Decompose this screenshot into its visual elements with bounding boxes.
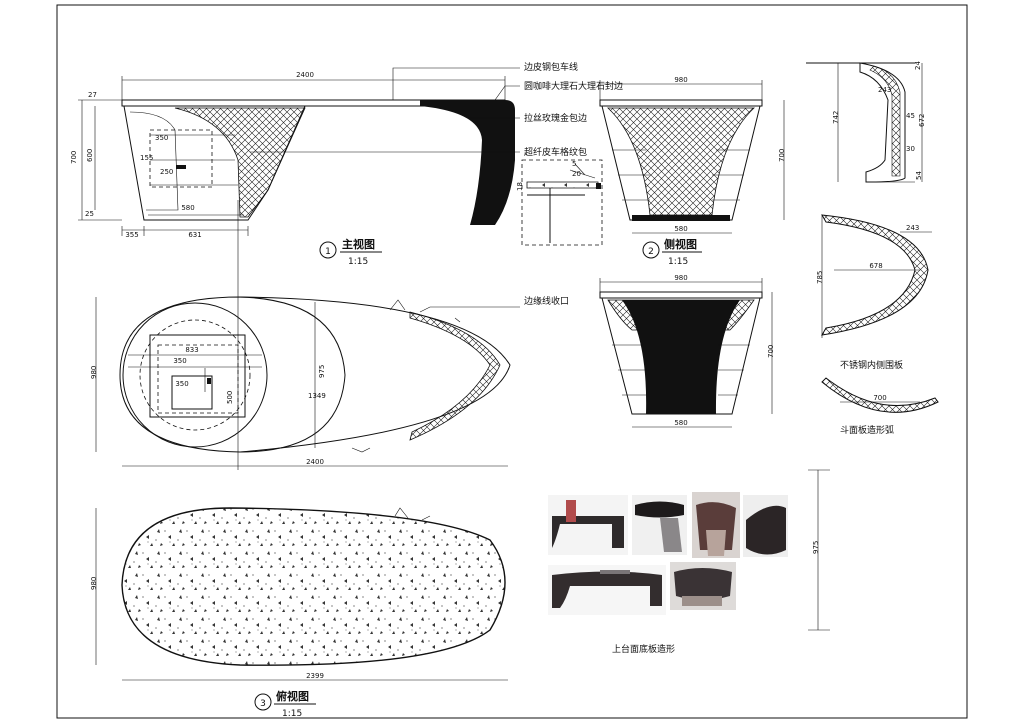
dim-profile-d2: 45 <box>906 112 915 120</box>
photo-4 <box>743 495 788 557</box>
curved-panel: 678 785 243 不锈钢内侧围板 700 斗面板造形弧 <box>816 214 939 436</box>
top-view-title: 俯视图 <box>276 689 309 703</box>
dim-plan-i4: 500 <box>226 391 234 404</box>
caption-panel: 不锈钢内侧围板 <box>840 359 903 371</box>
dim-photo-height: 975 <box>812 541 820 554</box>
dim-plan-i1: 833 <box>185 346 198 354</box>
photo-3 <box>692 492 740 558</box>
dim-section-base: 580 <box>674 419 687 427</box>
dim-plan-m2: 1349 <box>308 392 326 400</box>
dim-top-length: 2399 <box>306 672 324 680</box>
sheet-frame <box>56 4 968 719</box>
dim-side-height: 700 <box>778 149 786 162</box>
dim-profile-t2: 54 <box>915 171 923 180</box>
note-2: 圆咖啡大理石大理石封边 <box>524 80 623 92</box>
photo-6 <box>670 562 736 610</box>
photo-1 <box>548 495 628 555</box>
reference-photos: 上台面底板造形 975 <box>548 469 830 655</box>
front-view-scale: 1:15 <box>348 257 368 267</box>
note-5: 边缘线收口 <box>524 295 569 307</box>
dim-front-b1: 355 <box>125 231 138 239</box>
dim-front-length: 2400 <box>296 71 314 79</box>
note-1: 边皮钢包车线 <box>524 61 578 73</box>
side-view-scale: 1:15 <box>668 257 688 267</box>
dim-curve-height: 785 <box>816 271 824 284</box>
photo-2 <box>632 495 687 555</box>
top-view-scale: 1:15 <box>282 709 302 719</box>
top-view: 980 2399 3 俯视图 1:15 <box>90 507 508 719</box>
dim-plan-length: 2400 <box>306 458 324 466</box>
dim-plan-m1: 975 <box>318 365 326 378</box>
dim-plan-i3: 350 <box>175 380 188 388</box>
side-view-title: 侧视图 <box>664 237 697 251</box>
dim-front-i1: 350 <box>155 134 168 142</box>
caption-photos: 上台面底板造形 <box>612 643 675 655</box>
dim-profile-t1: 24 <box>914 61 922 70</box>
dim-top-height: 980 <box>90 577 98 590</box>
dim-detail-c: 18 <box>516 182 524 191</box>
front-view: 2400 27 700 600 25 350 155 250 580 <box>70 61 623 470</box>
profile-detail: 742 243 45 30 672 24 54 <box>806 61 926 183</box>
dim-side-width: 980 <box>674 76 687 84</box>
dim-detail-b: 20 <box>572 170 581 178</box>
side-view: 980 700 580 2 侧视图 1:15 <box>599 76 786 267</box>
note-3: 拉丝玫瑰金包边 <box>524 112 587 124</box>
dim-front-i2: 155 <box>140 154 153 162</box>
dim-arc-width: 700 <box>873 394 886 402</box>
dim-front-h3: 600 <box>86 149 94 162</box>
dim-detail-a: 5 <box>572 160 576 168</box>
dim-front-h2: 700 <box>70 151 78 164</box>
dim-plan-width: 980 <box>90 366 98 379</box>
side-view-number: 2 <box>648 247 654 257</box>
section-view: 980 700 580 <box>599 274 775 428</box>
caption-arc: 斗面板造形弧 <box>840 424 894 436</box>
front-view-number: 1 <box>325 247 331 257</box>
note-4: 超纤皮车格纹包 <box>524 146 587 158</box>
dim-profile-d1: 243 <box>878 86 891 94</box>
dim-front-h1: 27 <box>88 91 97 99</box>
dim-plan-i2: 350 <box>173 357 186 365</box>
dim-front-h4: 25 <box>85 210 94 218</box>
dim-profile-height: 742 <box>832 111 840 124</box>
dim-curve-d: 243 <box>906 224 919 232</box>
front-view-title: 主视图 <box>342 237 375 251</box>
dim-side-base: 580 <box>674 225 687 233</box>
dim-curve-width: 678 <box>869 262 882 270</box>
top-view-number: 3 <box>260 699 266 709</box>
dim-front-b3: 580 <box>181 204 194 212</box>
dim-section-height: 700 <box>767 345 775 358</box>
dim-section-width: 980 <box>674 274 687 282</box>
dim-front-i3: 250 <box>160 168 173 176</box>
photo-5 <box>548 565 666 615</box>
dim-profile-d3: 30 <box>906 145 915 153</box>
dim-front-b2: 631 <box>188 231 201 239</box>
plan-view: 833 350 350 500 边缘线收口 975 1349 980 2400 <box>90 295 569 467</box>
